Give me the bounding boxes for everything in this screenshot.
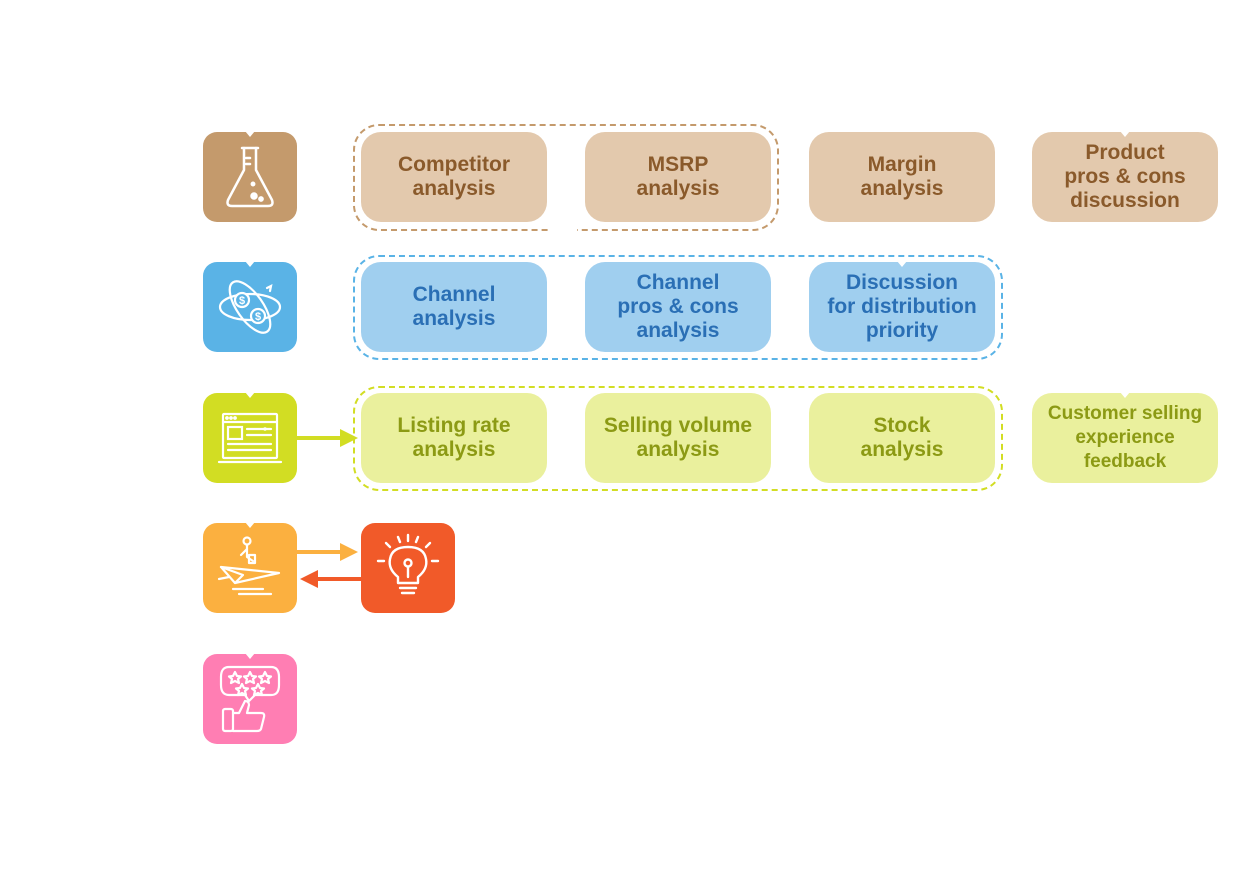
row1-group-gap (549, 226, 577, 234)
box-label: Customer selling experience feedback (1047, 403, 1203, 472)
tile-notch (245, 392, 255, 398)
box-notch (1120, 131, 1130, 137)
box-label: Listing rate analysis (397, 414, 511, 461)
row2-icon-tile: $ $ (203, 261, 297, 352)
margin-analysis-box: Margin analysis (809, 132, 995, 222)
row4-forward-arrow (296, 540, 360, 564)
stock-analysis-box: Stock analysis (809, 393, 995, 483)
row4-icon-tile (203, 522, 297, 613)
tile-notch (245, 131, 255, 137)
tile-notch (245, 522, 255, 528)
box-label: Competitor analysis (398, 153, 510, 200)
box-notch (1120, 392, 1130, 398)
flask-icon (220, 142, 280, 212)
listing-rate-box: Listing rate analysis (361, 393, 547, 483)
box-label: Margin analysis (860, 153, 944, 200)
row3-connector-arrow (296, 426, 360, 450)
browser-window-icon (217, 410, 283, 466)
box-label: Channel pros & cons analysis (617, 271, 739, 342)
box-label: Selling volume analysis (603, 414, 753, 461)
box-notch (897, 261, 907, 267)
selling-volume-box: Selling volume analysis (585, 393, 771, 483)
box-label: Product pros & cons discussion (1064, 141, 1186, 212)
channel-analysis-box: Channel analysis (361, 262, 547, 352)
channel-pros-cons-box: Channel pros & cons analysis (585, 262, 771, 352)
paper-plane-rider-icon (215, 533, 285, 603)
product-pros-cons-box: Product pros & cons discussion (1032, 131, 1218, 222)
row4-back-arrow (298, 567, 362, 591)
tile-notch (245, 653, 255, 659)
msrp-analysis-box: MSRP analysis (585, 132, 771, 222)
box-label: Stock analysis (860, 414, 944, 461)
svg-text:$: $ (255, 311, 261, 323)
competitor-analysis-box: Competitor analysis (361, 132, 547, 222)
customer-feedback-box: Customer selling experience feedback (1032, 392, 1218, 483)
idea-icon-tile (361, 523, 455, 613)
row1-icon-tile (203, 131, 297, 222)
row2-group-outline (353, 255, 1003, 360)
tile-notch (245, 261, 255, 267)
globe-money-icon: $ $ (215, 272, 285, 342)
distribution-priority-box: Discussion for distribution priority (809, 261, 995, 352)
svg-text:$: $ (239, 295, 245, 307)
box-label: MSRP analysis (636, 153, 720, 200)
box-label: Channel analysis (412, 283, 496, 330)
rating-thumbs-up-icon (215, 663, 285, 735)
lightbulb-icon (376, 533, 440, 603)
row3-group-outline (353, 386, 1003, 491)
row3-icon-tile (203, 392, 297, 483)
row5-icon-tile (203, 653, 297, 744)
box-label: Discussion for distribution priority (827, 271, 977, 342)
